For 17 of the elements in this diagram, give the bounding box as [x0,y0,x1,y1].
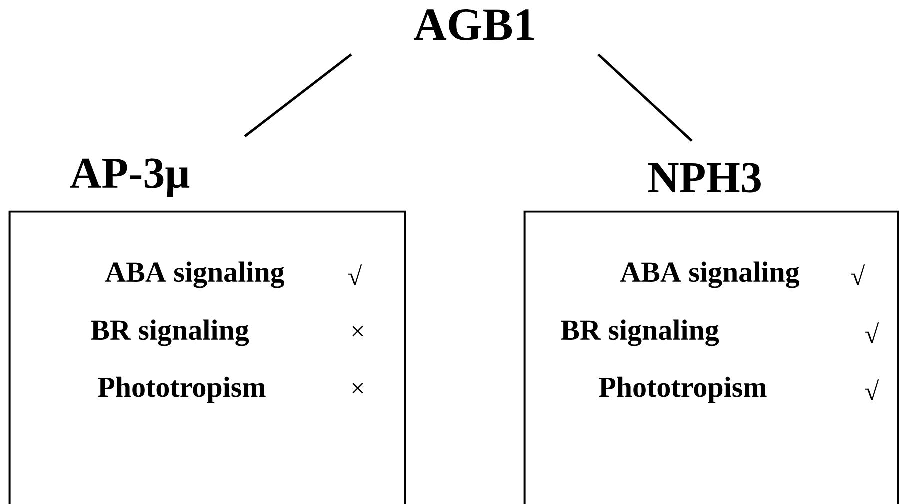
row-label: Phototropism [98,376,266,404]
row-label: BR signaling [91,320,250,346]
connector-line [244,54,352,138]
status-mark: √ [866,380,880,400]
status-mark: √ [866,322,880,344]
status-mark: × [352,326,364,337]
row-label: BR signaling [561,320,720,346]
status-mark: × [352,383,364,394]
connector-line [598,54,693,142]
title-text: AGB1 [414,10,534,40]
row-label: ABA signaling [620,262,800,288]
heading: AP-3μ [70,158,190,198]
status-mark: √ [348,264,362,286]
heading: NPH3 [648,163,761,193]
status-mark: √ [852,264,866,286]
row-label: ABA signaling [105,262,285,288]
row-label: Phototropism [599,376,767,404]
